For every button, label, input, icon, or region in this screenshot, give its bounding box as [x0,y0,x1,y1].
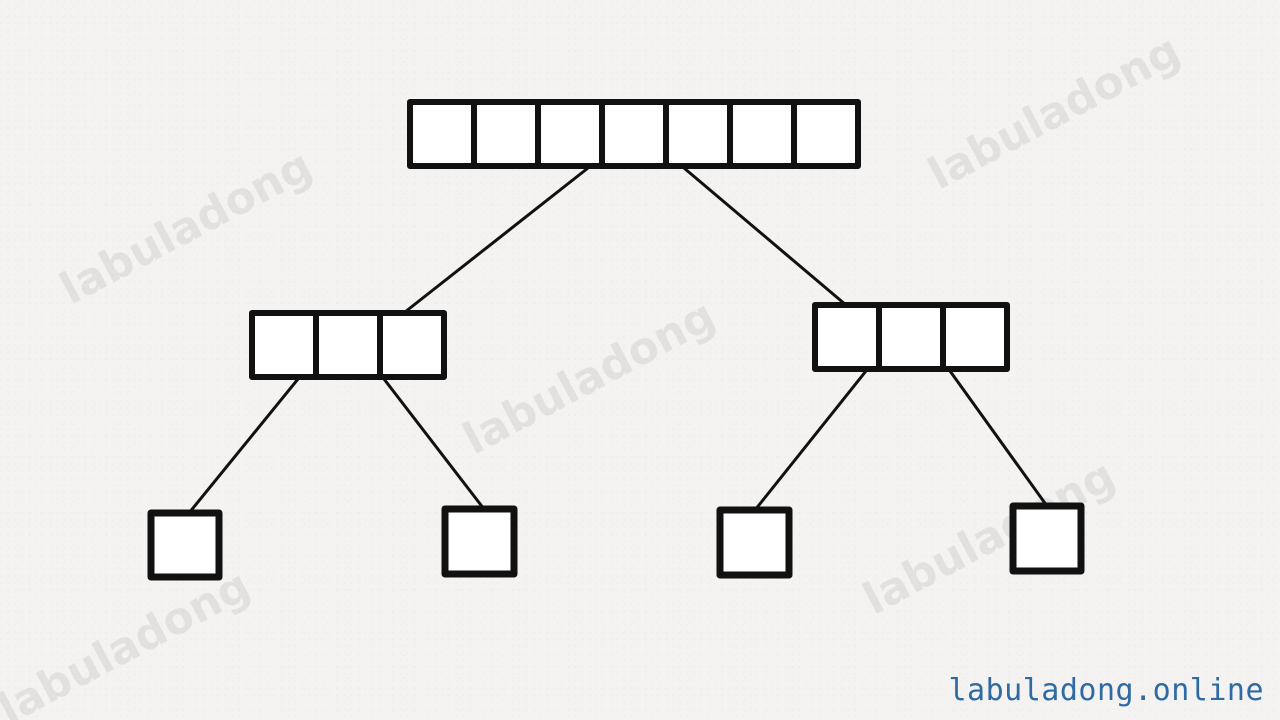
leaf-node-4 [1009,502,1085,575]
edge-root-left [403,166,590,314]
edge-right-leaf3 [753,369,868,512]
edge-left-leaf1 [187,377,300,515]
leaf-node-1 [147,509,223,581]
leaf-node-3 [716,506,793,579]
edge-left-leaf2 [382,377,486,511]
middle-node-left [249,310,447,380]
middle-node-right [812,302,1010,372]
leaf-node-2 [441,505,518,578]
edge-root-right [682,166,848,307]
site-brand-label: labuladong.online [948,673,1264,708]
edge-right-leaf4 [948,369,1049,508]
root-node [407,99,861,169]
